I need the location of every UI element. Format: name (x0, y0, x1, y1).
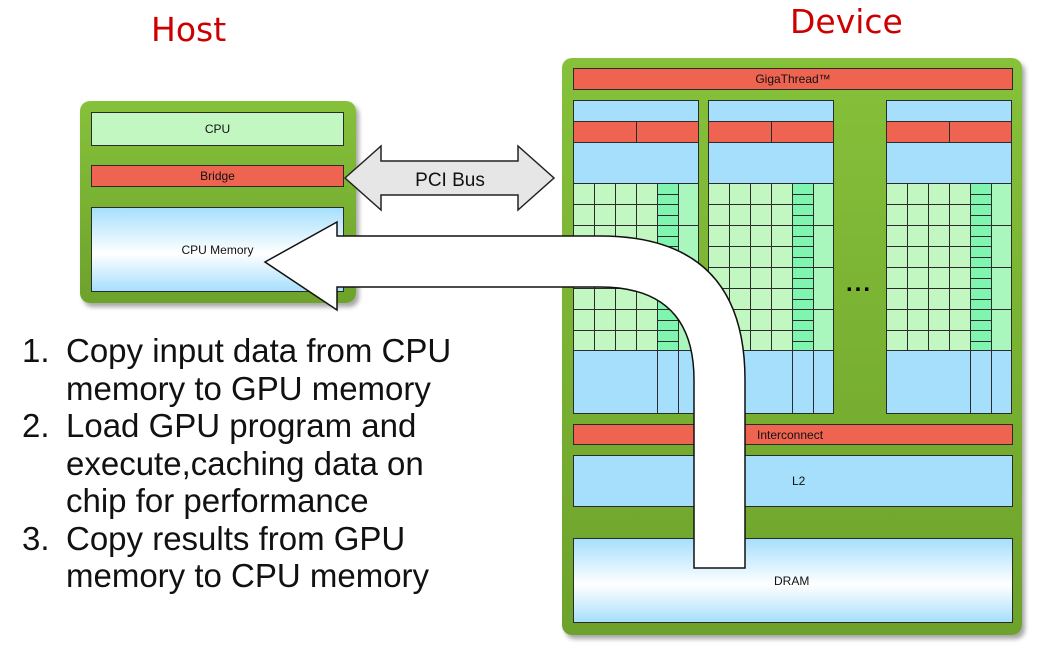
step-line: 2. Load GPU program and (22, 407, 451, 445)
pci-bus-label: PCI Bus (415, 170, 485, 191)
interconnect-block: Interconnect (573, 424, 1013, 445)
register-file (573, 142, 699, 184)
cpu-label: CPU (204, 122, 231, 136)
cpu-memory-block: CPU Memory (91, 207, 344, 292)
step-number (22, 557, 66, 595)
l2-cache-block: L2 (573, 455, 1013, 507)
step-text: Copy results from GPU (66, 519, 406, 557)
device-title: Device (790, 2, 903, 41)
cpu-memory-label: CPU Memory (181, 242, 254, 257)
step-text: memory to CPU memory (66, 557, 430, 594)
gigathread-block: GigaThread™ (573, 68, 1013, 90)
step-number (22, 445, 66, 483)
shared-memory (573, 350, 658, 414)
gigathread-label: GigaThread™ (755, 72, 831, 86)
step-text: chip for performance (66, 482, 369, 519)
cpu-block: CPU (91, 112, 344, 146)
step-line: 1. Copy input data from CPU (22, 332, 451, 370)
step-text: Copy input data from CPU (66, 332, 452, 369)
shared-memory (813, 350, 834, 414)
pci-bus-arrow (343, 144, 556, 212)
bridge-block: Bridge (91, 165, 344, 187)
step-line: 3. Copy results from GPU (22, 520, 451, 558)
host-title: Host (151, 10, 227, 49)
step-line: memory to GPU memory (22, 370, 451, 408)
shared-memory (886, 350, 971, 414)
step-number (22, 482, 66, 520)
data-flow-arrow (263, 220, 746, 569)
streaming-multiprocessor (886, 100, 1012, 414)
step-number: 1. (22, 332, 50, 369)
step-text: memory to GPU memory (66, 369, 431, 407)
shared-memory (991, 350, 1012, 414)
step-line: memory to CPU memory (22, 557, 451, 595)
l2-label: L2 (792, 474, 806, 488)
more-sms-ellipsis: ... (846, 270, 873, 297)
step-text: execute,caching data on (66, 444, 424, 482)
dram-block: DRAM (573, 538, 1013, 623)
step-number: 3. (22, 519, 50, 557)
step-number (22, 370, 66, 408)
step-line: execute,caching data on (22, 445, 451, 483)
bridge-label: Bridge (200, 169, 235, 183)
step-text: Load GPU program and (66, 407, 417, 444)
interconnect-label: Interconnect (757, 427, 824, 442)
step-line: chip for performance (22, 482, 451, 520)
dram-label: DRAM (774, 573, 810, 588)
step-number: 2. (22, 407, 50, 444)
